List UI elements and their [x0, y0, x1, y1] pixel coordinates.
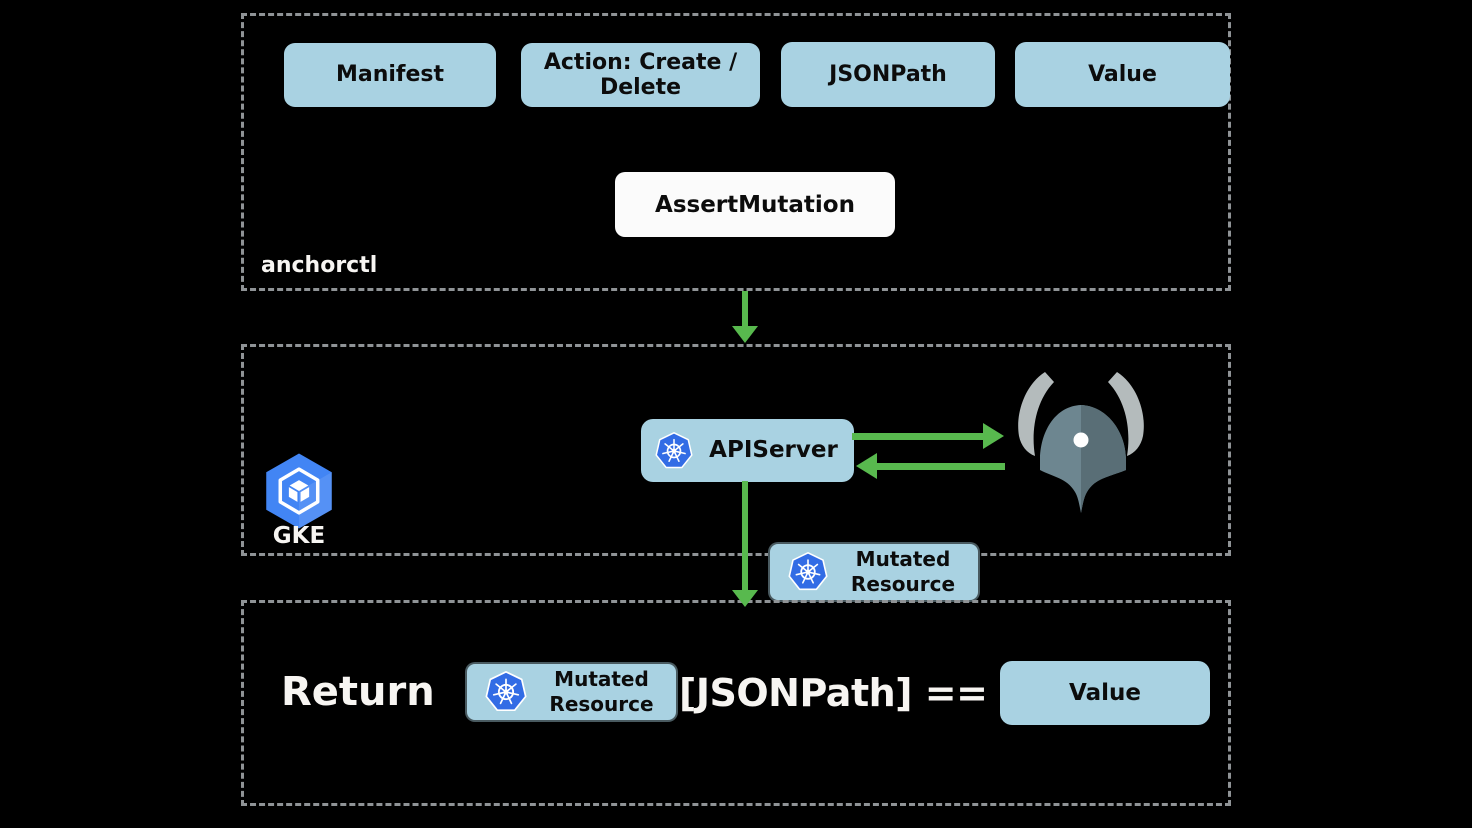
value-box: Value	[1015, 42, 1230, 107]
action-label: Action: Create / Delete	[543, 49, 738, 100]
gke-label: GKE	[272, 523, 326, 549]
jsonpath-label: JSONPath	[829, 61, 947, 87]
kubernetes-icon	[655, 432, 693, 470]
gke-panel: GKE APIServer Mutated Resource	[241, 344, 1231, 602]
apiserver-box: APIServer	[641, 419, 854, 482]
kubernetes-icon	[485, 671, 527, 713]
arrow-head	[732, 326, 758, 343]
arrow-head	[856, 453, 877, 479]
arrow-shaft	[877, 463, 1005, 470]
arrow-shaft	[742, 291, 748, 327]
mutated-resource-box-return: Mutated Resource	[465, 662, 678, 722]
jsonpath-box: JSONPath	[781, 42, 995, 107]
assert-mutation-box: AssertMutation	[615, 172, 895, 237]
anchorctl-label: anchorctl	[261, 253, 378, 278]
mutated-resource-box-middle: Mutated Resource	[768, 542, 980, 602]
arrow-head	[732, 590, 758, 607]
return-label: Return	[281, 669, 435, 715]
arrow-shaft	[742, 481, 748, 591]
jsonpath-expression: [JSONPath] ==	[679, 671, 988, 715]
assert-mutation-label: AssertMutation	[655, 191, 855, 218]
viking-helmet-icon	[1009, 370, 1149, 517]
arrow-shaft	[852, 433, 983, 440]
action-box: Action: Create / Delete	[521, 43, 760, 107]
value-box-return: Value	[1000, 661, 1210, 725]
anchorctl-panel: Manifest Action: Create / Delete JSONPat…	[241, 13, 1231, 291]
arrow-head	[983, 423, 1004, 449]
kubernetes-icon	[788, 552, 828, 592]
manifest-label: Manifest	[335, 62, 445, 88]
gke-icon	[260, 452, 338, 530]
mutated-resource-label: Mutated Resource	[549, 667, 654, 716]
return-panel: Return Mutated Resource [JSONPath] == Va…	[241, 600, 1231, 806]
mutated-resource-label: Mutated Resource	[850, 547, 956, 596]
value-label: Value	[1069, 679, 1141, 706]
manifest-box: Manifest	[284, 43, 496, 107]
value-label: Value	[1088, 61, 1157, 87]
apiserver-label: APIServer	[709, 437, 838, 464]
